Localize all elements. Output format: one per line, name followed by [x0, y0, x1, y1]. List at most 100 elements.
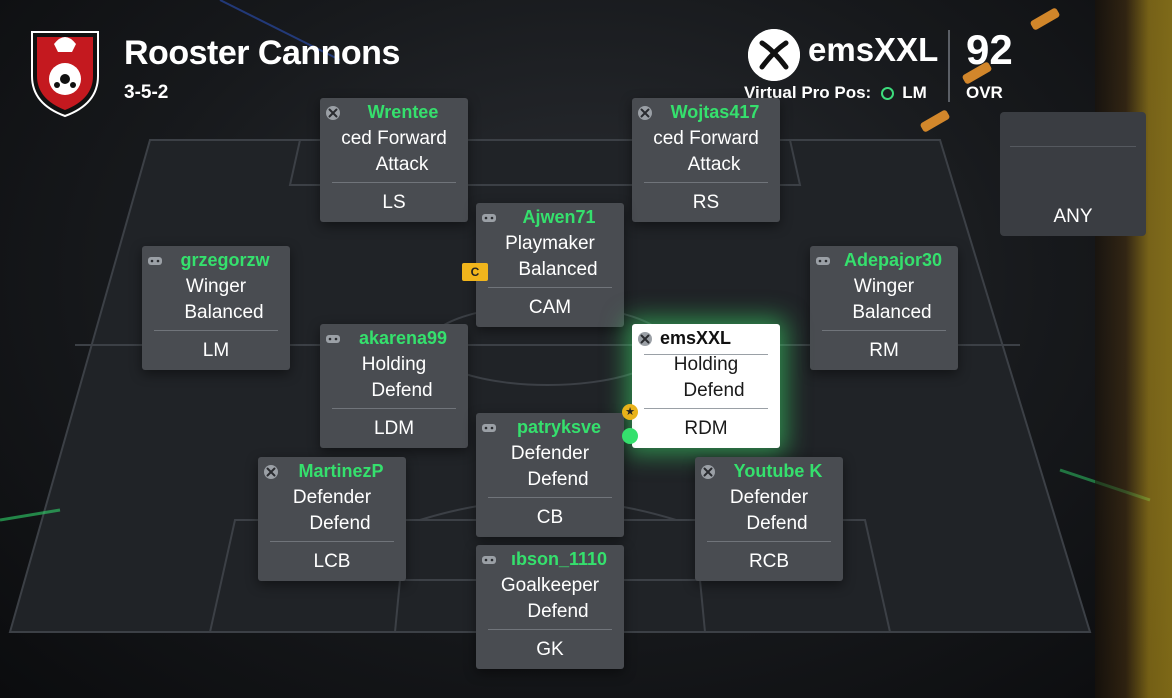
- card-divider: [488, 497, 612, 498]
- player-name: grzegorzw: [180, 250, 270, 270]
- controller-icon: [482, 211, 496, 225]
- card-divider: [644, 354, 768, 355]
- player-role: Playmaker: [505, 233, 595, 254]
- player-position: RDM: [684, 418, 728, 439]
- player-name: ıbson_1110: [510, 549, 608, 569]
- player-name: Adepajor30: [843, 250, 943, 270]
- card-divider: [154, 330, 278, 331]
- virtual-pro-label: Virtual Pro Pos:: [744, 83, 872, 102]
- virtual-pro-badge-icon: [622, 428, 638, 444]
- captain-badge: C: [462, 263, 488, 281]
- player-focus: Defend: [371, 380, 433, 401]
- player-role: Holding: [673, 354, 739, 375]
- card-divider: [332, 182, 456, 183]
- star-icon: ★: [622, 404, 638, 420]
- player-role: ced Forward: [653, 128, 759, 149]
- card-divider: [332, 408, 456, 409]
- card-header: MartinezP: [264, 461, 400, 483]
- player-position: RS: [692, 192, 720, 213]
- any-slot-label: ANY: [1053, 206, 1093, 227]
- xbox-icon: [326, 106, 340, 120]
- player-role: Goalkeeper: [500, 575, 600, 596]
- player-position: LS: [382, 192, 406, 213]
- player-focus: Defend: [683, 380, 745, 401]
- card-divider: [488, 629, 612, 630]
- player-position: RCB: [748, 551, 790, 572]
- card-divider: [822, 330, 946, 331]
- player-focus: Defend: [527, 601, 589, 622]
- xbox-icon: [748, 29, 800, 81]
- player-name: Ajwen71: [522, 207, 596, 227]
- player-position: LDM: [373, 418, 415, 439]
- controller-icon: [148, 254, 162, 268]
- card-divider: [270, 541, 394, 542]
- vp-indicator-icon: [881, 86, 895, 100]
- controller-icon: [326, 332, 340, 346]
- player-focus: Attack: [687, 154, 741, 175]
- player-name: Youtube K: [733, 461, 823, 481]
- player-position: GK: [536, 639, 564, 660]
- player-role: Defender: [510, 443, 590, 464]
- player-position: LCB: [313, 551, 351, 572]
- player-name: Wrentee: [367, 102, 439, 122]
- card-header: patryksve: [482, 417, 618, 439]
- virtual-pro-pos: LM: [902, 83, 927, 102]
- player-focus: Defend: [527, 469, 589, 490]
- player-name: patryksve: [516, 417, 602, 437]
- card-divider: [1010, 146, 1136, 147]
- ovr-value: 92: [966, 26, 1013, 73]
- card-header: Wrentee: [326, 102, 462, 124]
- user-gamertag: emsXXL: [808, 31, 939, 68]
- player-position: RM: [869, 340, 899, 361]
- card-divider: [707, 541, 831, 542]
- player-focus: Balanced: [184, 302, 264, 323]
- xbox-icon: [701, 465, 715, 479]
- player-role: Defender: [729, 487, 809, 508]
- controller-icon: [482, 553, 496, 567]
- player-name: akarena99: [358, 328, 448, 348]
- player-figure: [1095, 0, 1172, 698]
- any-slot-card[interactable]: ANY: [1000, 112, 1146, 236]
- card-header: akarena99: [326, 328, 462, 350]
- header-divider: [948, 30, 950, 102]
- player-focus: Balanced: [518, 259, 598, 280]
- card-header: Adepajor30: [816, 250, 952, 272]
- card-divider: [644, 182, 768, 183]
- player-name: Wojtas417: [670, 102, 760, 122]
- rooster-cannons-crest-icon: [31, 31, 99, 118]
- card-header: emsXXL: [638, 328, 774, 350]
- card-header: ıbson_1110: [482, 549, 618, 571]
- ovr-label: OVR: [966, 83, 1003, 102]
- xbox-icon: [638, 106, 652, 120]
- player-focus: Defend: [309, 513, 371, 534]
- card-divider: [488, 287, 612, 288]
- player-name: emsXXL: [660, 328, 732, 348]
- card-header: grzegorzw: [148, 250, 284, 272]
- card-divider: [644, 408, 768, 409]
- team-name: Rooster Cannons: [124, 34, 400, 72]
- player-position: CB: [536, 507, 564, 528]
- player-role: Winger: [853, 276, 915, 297]
- player-position: CAM: [528, 297, 572, 318]
- card-header: Wojtas417: [638, 102, 774, 124]
- player-focus: Attack: [375, 154, 429, 175]
- player-position: LM: [202, 340, 230, 361]
- player-role: Defender: [292, 487, 372, 508]
- card-header: Ajwen71: [482, 207, 618, 229]
- controller-icon: [816, 254, 830, 268]
- player-role: ced Forward: [341, 128, 447, 149]
- controller-icon: [482, 421, 496, 435]
- player-role: Holding: [361, 354, 427, 375]
- formation: 3-5-2: [124, 82, 169, 103]
